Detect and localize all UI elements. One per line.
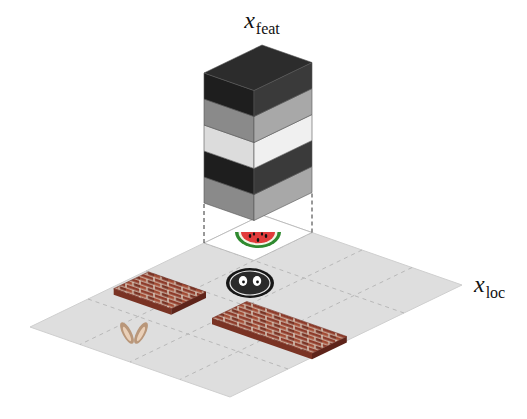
robot-icon-part [242,281,245,284]
axis-subscript: feat [256,20,280,37]
robot-icon [226,268,274,298]
feature-stack [204,45,312,221]
watermelon-icon-part [265,234,268,238]
watermelon-icon-part [239,232,278,245]
brick-wall-part [114,272,206,309]
watermelon-icon-part [253,232,255,235]
axis-subscript: loc [486,284,506,301]
axis-symbol: x [474,271,485,297]
goal-cell [204,215,312,261]
rabbit-ears-icon-part [121,326,132,342]
robot-icon-part [253,276,261,286]
feature-axis-label: xfeat [244,8,280,32]
brick-wall [114,272,206,315]
rabbit-ears-icon-part [131,320,150,345]
watermelon-icon-part [257,238,260,242]
rabbit-ears-icon-part [135,326,146,342]
robot-icon-part [230,271,270,295]
rabbit-ears-icon-part [117,320,136,345]
robot-icon-part [239,276,247,286]
grid-lines-part [180,268,412,380]
feature-stack-part [204,45,312,91]
projection-lines-part [312,193,313,233]
floor-part [30,215,462,397]
projection-lines-part [204,203,205,243]
goal-cell-part [204,215,312,261]
watermelon-icon-part [249,234,252,238]
location-axis-label: xloc [474,272,505,296]
axis-symbol: x [244,7,255,33]
rabbit-ears-icon [117,320,150,345]
brick-wall-part [212,302,347,354]
watermelon-icon [235,232,281,248]
robot-icon-part [256,281,259,284]
brick-wall [212,302,347,360]
watermelon-icon-part [235,232,281,248]
watermelon-icon-part [261,232,263,235]
floor [30,215,462,397]
watermelon-icon-part [241,232,275,243]
robot-icon-part [226,268,274,298]
